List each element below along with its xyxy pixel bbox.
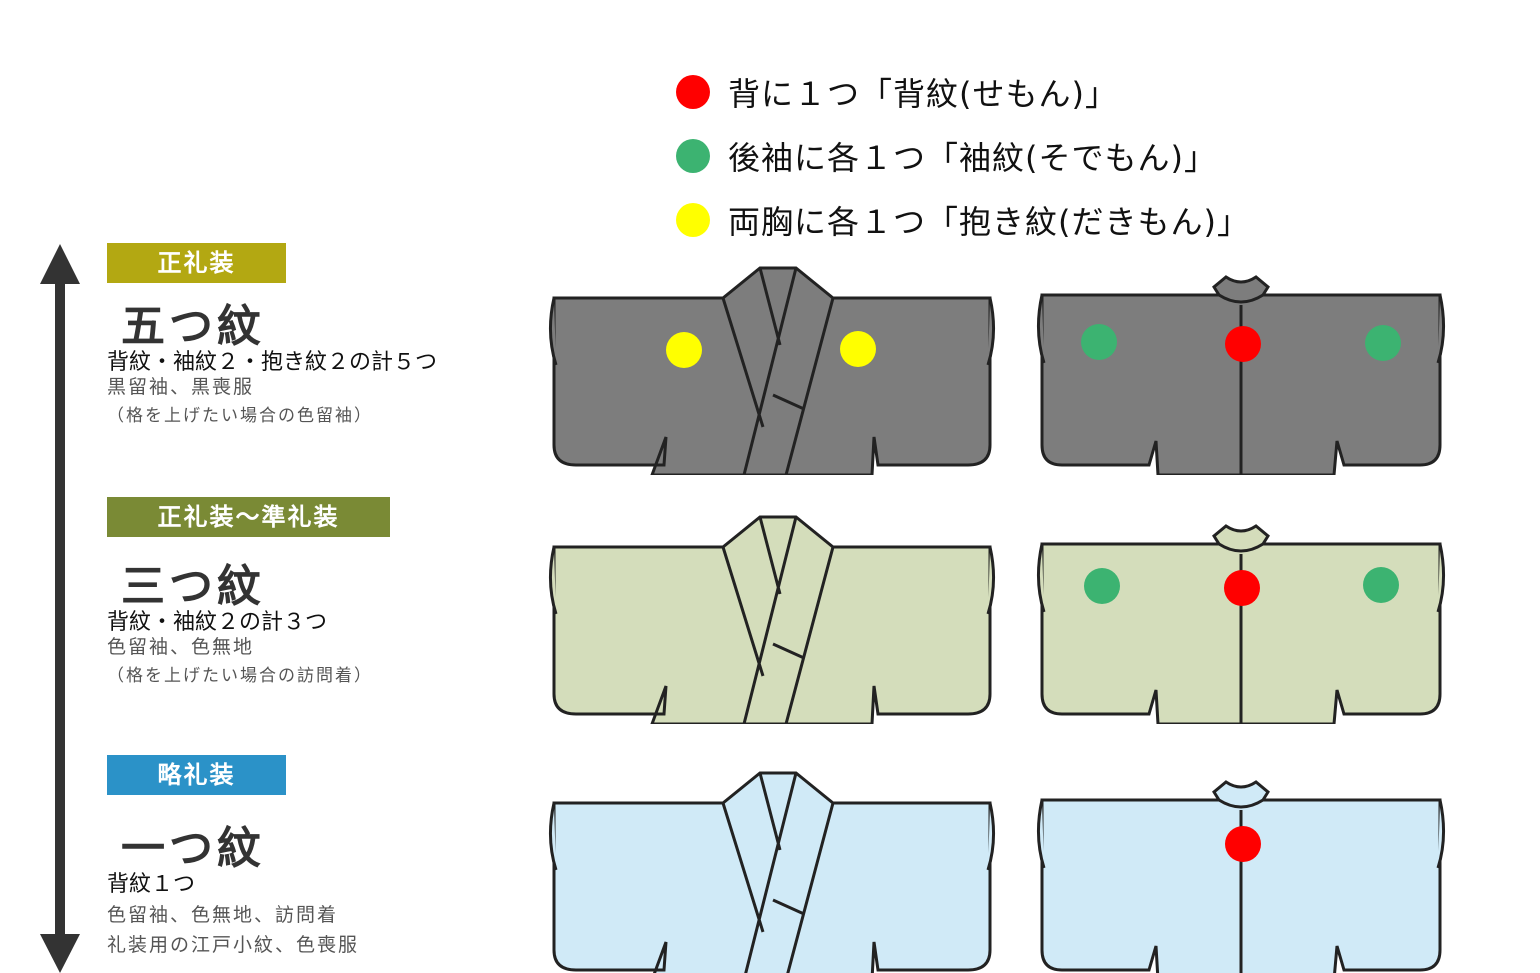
kimono-back-blue <box>1036 780 1446 973</box>
tier-count: 背紋１つ <box>107 872 196 897</box>
kimono-back-black <box>1036 275 1446 475</box>
tier-title: 五つ紋 <box>121 301 265 352</box>
double-arrow-vertical-icon <box>40 244 80 973</box>
tier-note: （格を上げたい場合の訪問着） <box>107 666 373 686</box>
tier-count: 背紋・袖紋２・抱き紋２の計５つ <box>107 350 438 375</box>
legend-label: 後袖に各１つ「袖紋(そでもん)」 <box>728 139 1217 177</box>
dakimon-right <box>840 331 876 367</box>
yellow-dot-icon <box>676 203 710 237</box>
tier-title: 三つ紋 <box>121 561 265 612</box>
legend-label: 背に１つ「背紋(せもん)」 <box>728 75 1118 113</box>
kimono-front-blue <box>548 771 996 973</box>
legend-label: 両胸に各１つ「抱き紋(だきもん)」 <box>728 203 1250 241</box>
crest-legend: 背に１つ「背紋(せもん)」 後袖に各１つ「袖紋(そでもん)」 両胸に各１つ「抱き… <box>676 60 1250 252</box>
tier-note: （格を上げたい場合の色留袖） <box>107 406 373 426</box>
kimono-front-green <box>548 515 996 724</box>
tier-five-crests: 正礼装 五つ紋 背紋・袖紋２・抱き紋２の計５つ 黒留袖、黒喪服 （格を上げたい場… <box>107 243 437 429</box>
green-dot-icon <box>676 139 710 173</box>
tier-one-crest: 略礼装 一つ紋 背紋１つ 色留袖、色無地、訪問着 礼装用の江戸小紋、色喪服 <box>107 755 359 957</box>
legend-item-semon: 背に１つ「背紋(せもん)」 <box>676 60 1250 124</box>
tier-title: 一つ紋 <box>121 823 265 874</box>
tier-uses: 色留袖、色無地、訪問着 <box>107 904 339 926</box>
dakimon-left <box>666 332 702 368</box>
kimono-back-green <box>1036 524 1446 724</box>
tier-badge: 正礼装～準礼装 <box>107 497 390 537</box>
legend-item-sodemon: 後袖に各１つ「袖紋(そでもん)」 <box>676 124 1250 188</box>
tier-count: 背紋・袖紋２の計３つ <box>107 610 328 635</box>
legend-item-dakimon: 両胸に各１つ「抱き紋(だきもん)」 <box>676 188 1250 252</box>
red-dot-icon <box>676 75 710 109</box>
kimono-front-black <box>548 266 996 475</box>
tier-badge: 略礼装 <box>107 755 286 795</box>
tier-badge: 正礼装 <box>107 243 286 283</box>
tier-uses: 色留袖、色無地 <box>107 636 255 658</box>
tier-uses: 黒留袖、黒喪服 <box>107 376 255 398</box>
tier-three-crests: 正礼装～準礼装 三つ紋 背紋・袖紋２の計３つ 色留袖、色無地 （格を上げたい場合… <box>107 497 390 689</box>
tier-uses-2: 礼装用の江戸小紋、色喪服 <box>107 934 360 956</box>
